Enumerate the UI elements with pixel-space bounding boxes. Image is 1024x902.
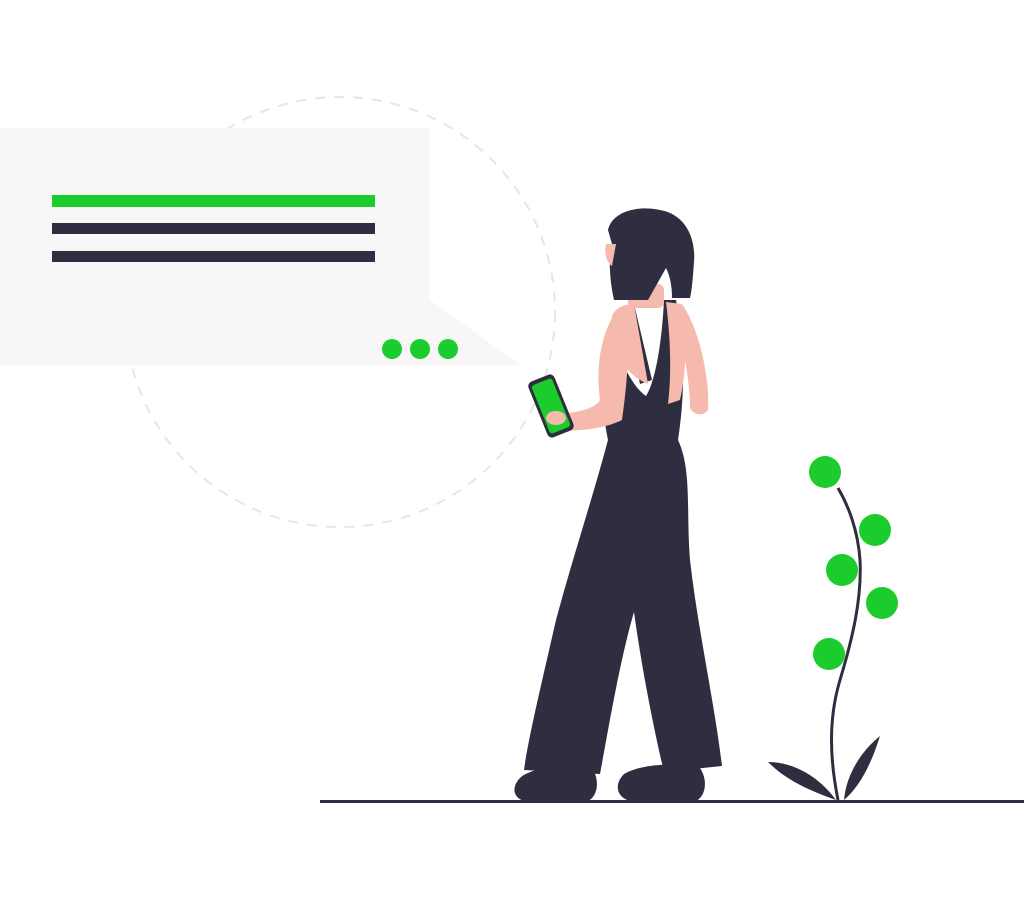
plant-bud-5 [813,638,845,670]
plant-bud-3 [826,554,858,586]
ground-line [320,800,1024,803]
chat-bubble-panel [0,128,520,365]
right-shoe [617,764,705,801]
plant-icon [768,456,898,801]
plant-bud-2 [859,514,891,546]
message-line-dark-2 [52,251,375,262]
typing-dot-2 [410,339,430,359]
message-line-accent [52,195,375,207]
hand [546,411,566,425]
plant-leaf-right [844,736,880,800]
right-arm [674,304,709,415]
jumpsuit [524,300,722,774]
plant-bud-1 [809,456,841,488]
left-arm [551,318,629,431]
person [514,208,722,801]
plant-leaf-left [768,762,836,800]
typing-dot-1 [382,339,402,359]
left-shoe [514,766,597,801]
dashed-circle [124,96,556,528]
hair [608,208,695,300]
typing-dot-3 [438,339,458,359]
ear [605,244,616,266]
plant-stem [830,487,862,801]
chat-bubble-icon [0,128,520,365]
plant-bud-4 [866,587,898,619]
message-line-dark-1 [52,223,375,234]
